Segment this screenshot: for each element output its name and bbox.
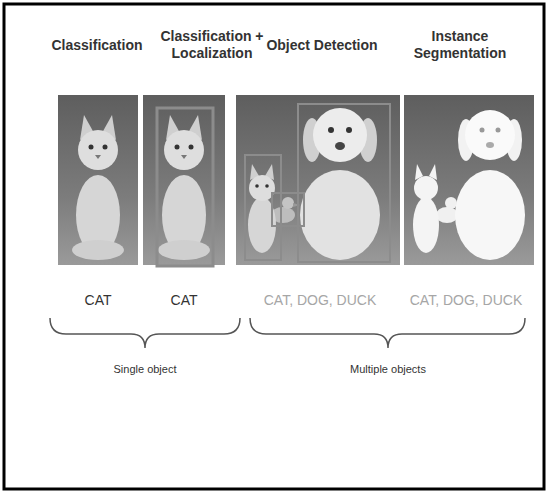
bracket	[250, 318, 525, 348]
detection-photo	[236, 95, 400, 265]
group-label: Multiple objects	[313, 363, 463, 376]
class-label: CAT, DOG, DUCK	[396, 292, 536, 309]
segmentation-photo	[404, 95, 534, 265]
frame	[4, 4, 544, 489]
column-heading: Object Detection	[257, 37, 387, 54]
column-heading: Instance Segmentation	[400, 28, 520, 62]
bracket	[50, 318, 240, 348]
cat-photo-localized	[143, 95, 225, 266]
class-label: CAT, DOG, DUCK	[245, 292, 395, 309]
class-label: CAT	[144, 292, 224, 309]
cat-photo	[58, 95, 138, 265]
column-heading: Classification + Localization	[155, 28, 270, 62]
class-label: CAT	[53, 292, 143, 309]
group-label: Single object	[70, 363, 220, 376]
column-heading: Classification	[47, 37, 147, 54]
